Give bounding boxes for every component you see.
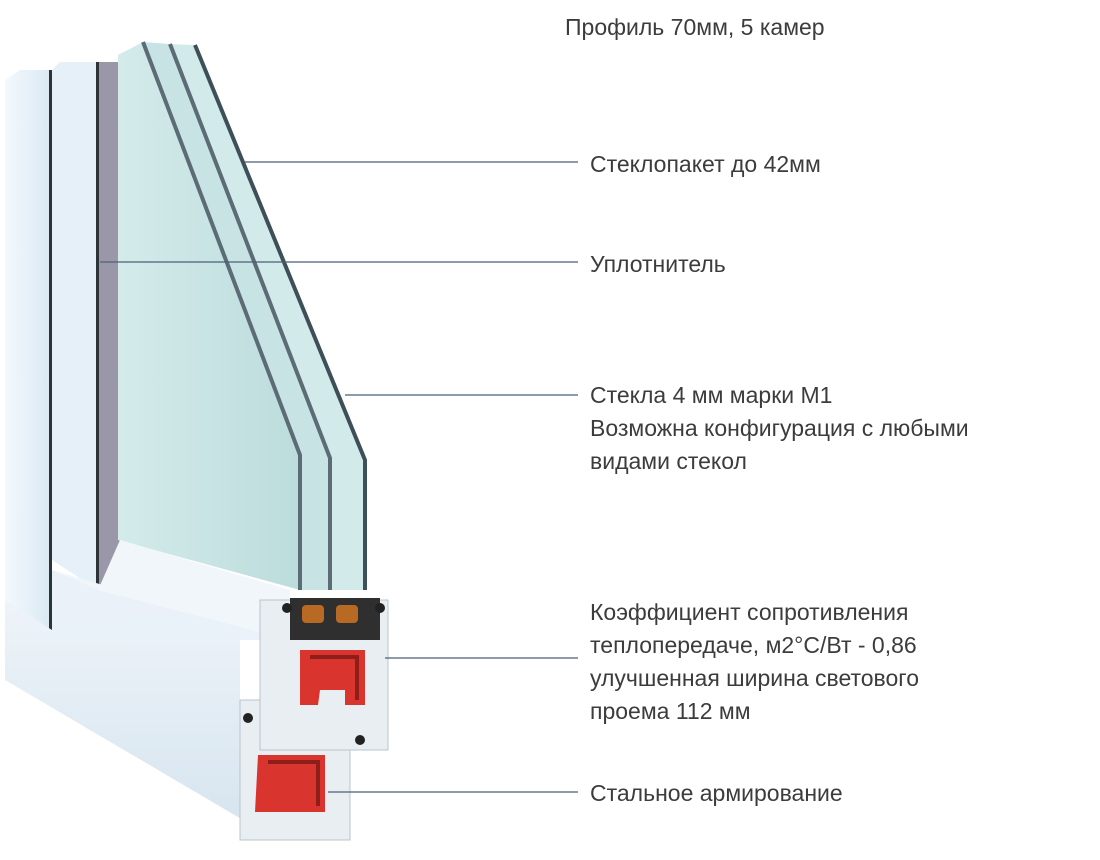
label-glass: Стекла 4 мм марки М1 Возможна конфигурац… — [590, 379, 969, 478]
label-glass-line: видами стекол — [590, 448, 747, 474]
frame-vertical — [5, 62, 121, 640]
label-seal: Уплотнитель — [590, 251, 726, 277]
frame-bottom — [5, 540, 290, 830]
label-glass-line: Стекла 4 мм марки М1 — [590, 382, 833, 408]
label-glass-line: Возможна конфигурация с любыми — [590, 415, 969, 441]
label-coefficient-line: проема 112 мм — [590, 698, 751, 724]
glass-panes — [118, 41, 367, 590]
profile-cross-section — [239, 598, 389, 841]
label-coefficient-line: улучшенная ширина светового — [590, 665, 919, 691]
label-coefficient: Коэффициент сопротивления теплопередаче,… — [590, 596, 919, 728]
label-coefficient-line: Коэффициент сопротивления — [590, 599, 909, 625]
leader-lines — [100, 161, 578, 793]
diagram-title: Профиль 70мм, 5 камер — [565, 14, 825, 40]
label-steel: Стальное армирование — [590, 780, 843, 806]
label-coefficient-line: теплопередаче, м2°С/Вт - 0,86 — [590, 632, 917, 658]
label-glass-unit: Стеклопакет до 42мм — [590, 151, 821, 177]
